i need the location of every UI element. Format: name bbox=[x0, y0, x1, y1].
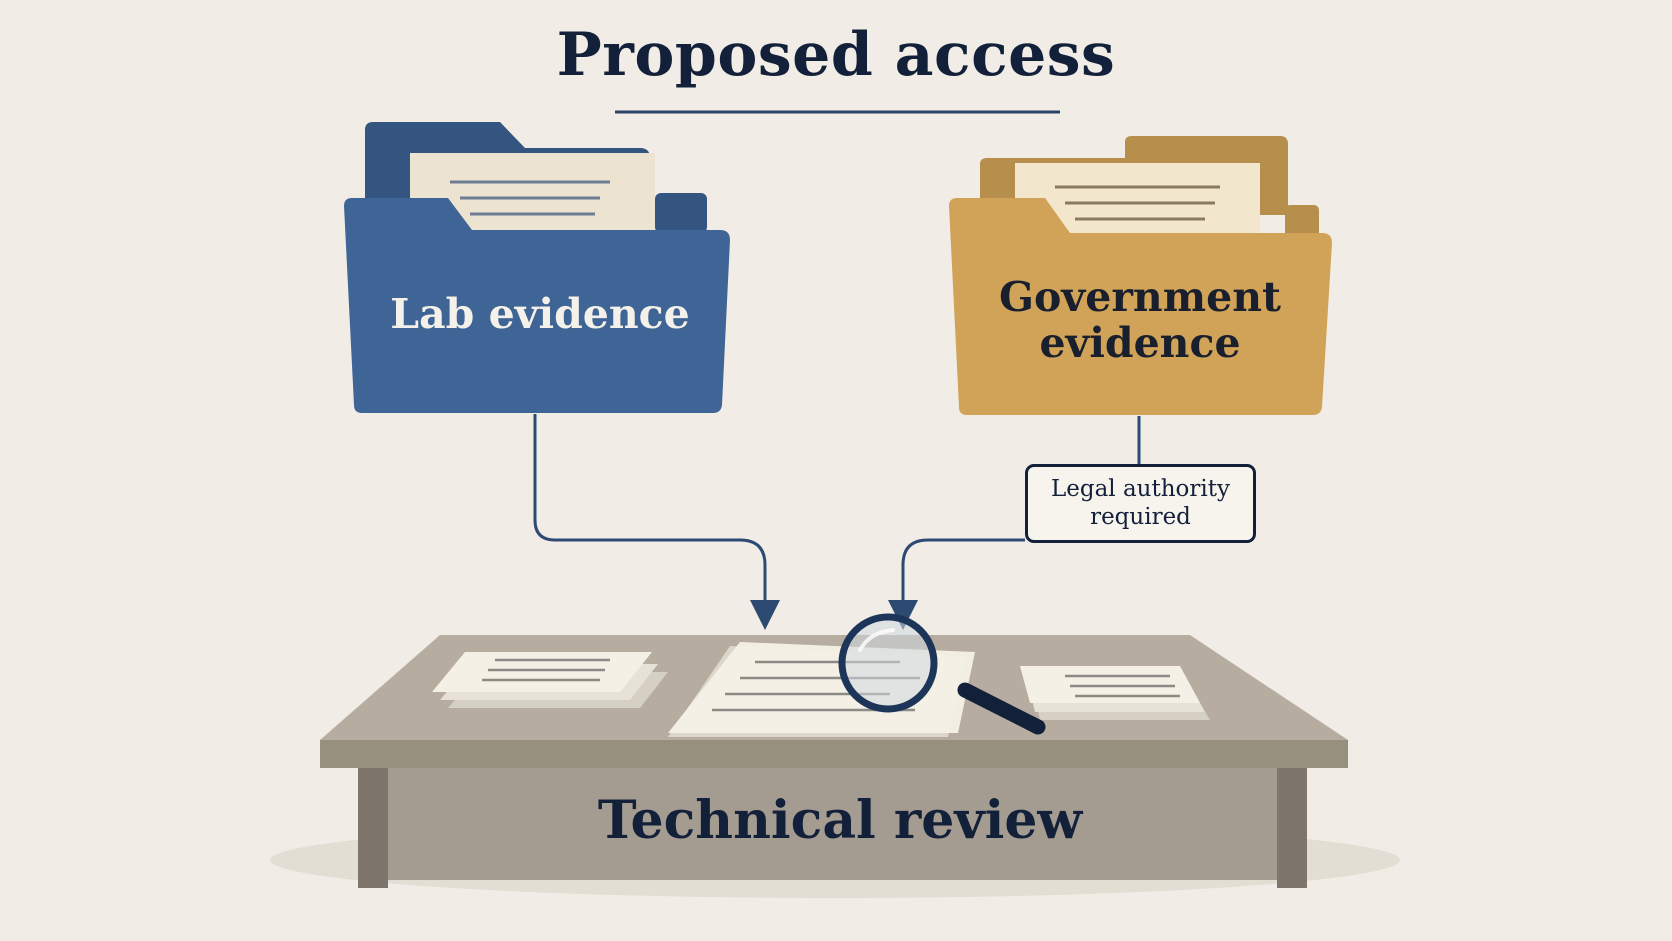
lab-folder-icon bbox=[344, 122, 730, 413]
right-paper-stack-icon bbox=[1020, 666, 1210, 720]
lab-evidence-label: Lab evidence bbox=[390, 290, 690, 338]
government-folder-icon bbox=[949, 136, 1332, 415]
government-evidence-label: Government evidence bbox=[999, 273, 1281, 367]
lab-to-review-arrow-icon bbox=[533, 414, 780, 630]
technical-review-label: Technical review bbox=[597, 790, 1083, 851]
condition-to-review-arrow-icon bbox=[888, 538, 1025, 630]
legal-authority-label: Legal authority required bbox=[1050, 475, 1230, 530]
magnifying-glass-icon bbox=[838, 613, 1046, 735]
legal-authority-badge: Legal authority required bbox=[1025, 464, 1256, 543]
diagram-title: Proposed access bbox=[556, 20, 1116, 90]
left-paper-stack-icon bbox=[432, 652, 668, 708]
